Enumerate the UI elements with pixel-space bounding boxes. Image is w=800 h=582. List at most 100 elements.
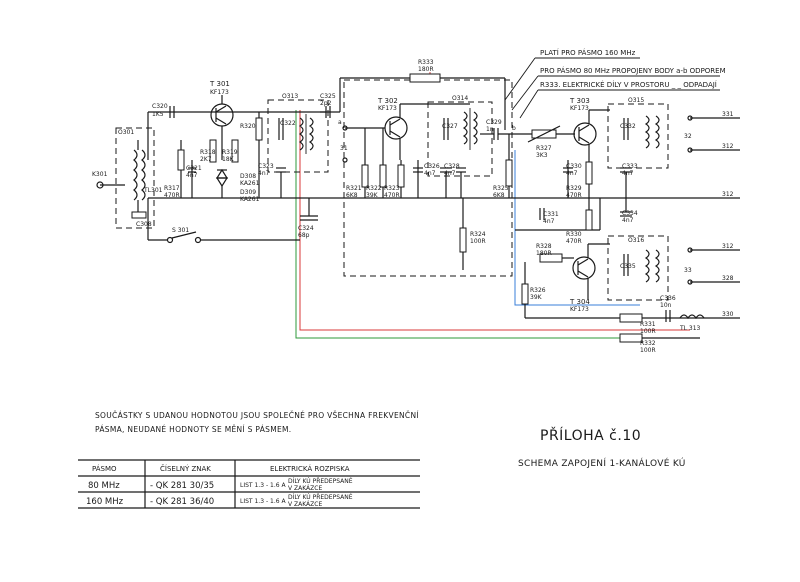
- svg-text:C329: C329: [486, 119, 502, 126]
- blue-trace: [514, 150, 640, 306]
- shield-o313: [267, 99, 329, 173]
- svg-text:4n7: 4n7: [622, 217, 634, 224]
- label-t303: T 303: [569, 97, 590, 105]
- svg-text:C333: C333: [622, 163, 638, 170]
- svg-text:R327: R327: [536, 145, 552, 152]
- svg-text:C334: C334: [622, 210, 638, 217]
- svg-text:R318: R318: [200, 149, 216, 156]
- svg-text:4n7: 4n7: [543, 218, 555, 225]
- svg-text:330: 330: [722, 311, 734, 318]
- components-note: SOUČÁSTKY S UDANOU HODNOTOU JSOU SPOLEČN…: [95, 411, 419, 434]
- o315-tank: [620, 115, 693, 198]
- svg-text:6K8: 6K8: [493, 192, 505, 199]
- table-cell-list: LIST 1.3 - 1.6 A: [240, 482, 286, 489]
- svg-text:C336: C336: [660, 295, 676, 302]
- svg-text:R332: R332: [640, 340, 656, 347]
- svg-text:4n7: 4n7: [424, 170, 436, 177]
- svg-text:470R: 470R: [566, 238, 582, 245]
- svg-text:O314: O314: [452, 95, 468, 102]
- shield-o301: [115, 127, 155, 229]
- input-section: [96, 112, 300, 244]
- band-annotations: PLATÍ PRO PÁSMO 160 MHz PRO PÁSMO 80 MHz…: [540, 48, 726, 89]
- annotation-arrows: [504, 57, 720, 119]
- svg-text:R317: R317: [164, 185, 180, 192]
- svg-text:39K: 39K: [530, 294, 543, 301]
- svg-text:C322: C322: [280, 120, 296, 127]
- table-cell-desc: DÍLY KÚ PŘEDEPSANÉ: [288, 477, 353, 485]
- annotation-r333: R333. ELEKTRICKÉ DÍLY V PROSTORU _ _ ODP…: [540, 80, 717, 89]
- svg-text:C331: C331: [543, 211, 559, 218]
- appendix-title: PŘÍLOHA č.10: [540, 427, 641, 444]
- band-table: PÁSMO ČÍSELNÝ ZNAK ELEKTRICKÁ ROZPISKA 8…: [78, 459, 420, 509]
- svg-text:R330: R330: [566, 231, 582, 238]
- svg-text:R320: R320: [240, 123, 256, 130]
- shield-o316: [607, 235, 669, 301]
- svg-text:180R: 180R: [536, 250, 552, 257]
- svg-text:C326: C326: [424, 163, 440, 170]
- svg-text:331: 331: [722, 111, 734, 118]
- svg-text:C330: C330: [566, 163, 582, 170]
- note-line-1: SOUČÁSTKY S UDANOU HODNOTOU JSOU SPOLEČN…: [95, 411, 419, 420]
- label-t304: T 304: [569, 298, 590, 306]
- svg-text:S 301: S 301: [172, 227, 189, 234]
- svg-text:470R: 470R: [384, 192, 400, 199]
- component-labels: T 301 KF173 T 302 KF173 T 303 KF173 T 30…: [92, 59, 734, 354]
- table-cell-code: - QK 281 36/40: [150, 497, 214, 507]
- svg-text:2K7: 2K7: [200, 156, 212, 163]
- svg-text:TL301: TL301: [143, 187, 163, 194]
- svg-text:470R: 470R: [566, 192, 582, 199]
- annotation-80mhz: PRO PÁSMO 80 MHz PROPOJENY BODY a-b ODPO…: [540, 66, 726, 75]
- svg-text:KF173: KF173: [570, 306, 589, 313]
- svg-text:4n7: 4n7: [258, 170, 270, 177]
- o314-tank: [440, 108, 540, 270]
- svg-text:C323: C323: [258, 163, 274, 170]
- svg-text:C332: C332: [620, 123, 636, 130]
- t303-stage: [527, 109, 610, 198]
- svg-text:KA261: KA261: [240, 180, 260, 187]
- svg-text:C324: C324: [298, 225, 314, 232]
- svg-text:R319: R319: [222, 149, 238, 156]
- svg-text:68p: 68p: [298, 232, 310, 239]
- svg-text:C327: C327: [442, 123, 458, 130]
- svg-text:R329: R329: [566, 185, 582, 192]
- svg-text:470R: 470R: [164, 192, 180, 199]
- svg-text:6K8: 6K8: [346, 192, 358, 199]
- svg-text:1n: 1n: [486, 126, 494, 133]
- table-cell-desc: V ZAKÁZCE: [288, 501, 322, 508]
- green-trace: [295, 110, 640, 339]
- svg-text:C320: C320: [152, 103, 168, 110]
- svg-text:3K3: 3K3: [536, 152, 548, 159]
- table-header-band: PÁSMO: [92, 464, 117, 473]
- svg-text:33: 33: [684, 267, 692, 274]
- svg-text:312: 312: [722, 143, 734, 150]
- svg-text:10n: 10n: [660, 302, 672, 309]
- o316-tank: [620, 198, 693, 285]
- svg-text:C335: C335: [620, 263, 636, 270]
- svg-text:O313: O313: [282, 93, 298, 100]
- t301-stage: [169, 95, 263, 198]
- svg-text:100R: 100R: [470, 238, 486, 245]
- table-cell-band: 160 MHz: [86, 497, 124, 507]
- svg-text:R328: R328: [536, 243, 552, 250]
- label-t301: T 301: [209, 80, 230, 88]
- label-t302: T 302: [377, 97, 398, 105]
- band-area-160mhz: [343, 79, 513, 277]
- table-header-list: ELEKTRICKÁ ROZPISKA: [270, 464, 350, 473]
- svg-text:O316: O316: [628, 237, 644, 244]
- svg-text:a: a: [338, 119, 342, 126]
- svg-text:4n7: 4n7: [622, 170, 634, 177]
- table-cell-band: 80 MHz: [88, 481, 120, 491]
- svg-text:O315: O315: [628, 97, 644, 104]
- svg-text:R323: R323: [384, 185, 400, 192]
- svg-text:R321: R321: [346, 185, 362, 192]
- shield-o315: [607, 103, 669, 169]
- bus-lines: [148, 77, 740, 319]
- svg-text:4n7: 4n7: [566, 170, 578, 177]
- svg-text:32: 32: [684, 133, 692, 140]
- o313-tank: [276, 114, 318, 221]
- r333-resistor: [409, 73, 441, 83]
- svg-text:39K: 39K: [366, 192, 379, 199]
- svg-text:312: 312: [722, 191, 734, 198]
- svg-text:4n7: 4n7: [444, 170, 456, 177]
